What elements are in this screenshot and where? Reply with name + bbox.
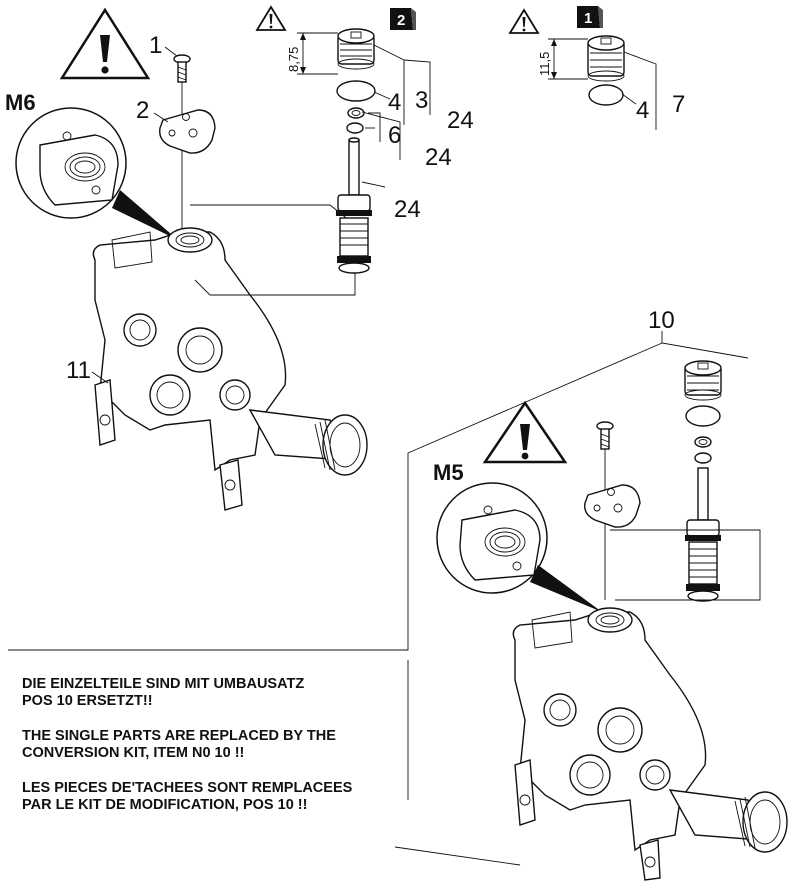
dimension-text-8-75: 8,75: [286, 47, 301, 72]
valve-insert-part-2: [337, 28, 375, 70]
o-ring-4b: [588, 84, 624, 106]
warning-triangle-icon: [59, 7, 151, 80]
ring-small: [347, 107, 365, 119]
kit-screw-part: [596, 421, 614, 600]
badge-2-text: 2: [397, 12, 405, 29]
variant-badge-1: 1: [577, 6, 603, 28]
badge-1-text: 1: [584, 10, 592, 27]
piston-part: [336, 137, 372, 274]
small-warning-icon-2: [255, 5, 287, 31]
pump-head-housing-kit: [512, 607, 788, 881]
m6-detail-view: [15, 107, 178, 240]
label-m5: M5: [433, 460, 464, 485]
kit-warning-triangle-icon: [482, 400, 568, 464]
o-ring-4a: [336, 80, 376, 102]
valve-insert-part-1: [587, 35, 625, 82]
screw-part: [173, 54, 191, 230]
notice-french: LES PIECES DE'TACHEES SONT REMPLACEES PA…: [22, 780, 353, 813]
notice-english: THE SINGLE PARTS ARE REPLACED BY THE CON…: [22, 728, 336, 761]
callout-7: 7: [672, 91, 685, 118]
notice-german: DIE EINZELTEILE SIND MIT UMBAUSATZ POS 1…: [22, 676, 305, 709]
m5-detail-view: [436, 482, 602, 612]
callout-10: 10: [648, 307, 675, 334]
small-warning-icon-1: [508, 8, 540, 34]
flange-part: [159, 109, 216, 154]
callout-4a: 4: [388, 89, 401, 116]
callout-24c: 24: [394, 196, 421, 223]
callout-3: 3: [415, 87, 428, 114]
label-m6: M6: [5, 90, 36, 115]
kit-o-ring: [685, 405, 721, 427]
callout-6: 6: [388, 122, 401, 149]
replacement-notice: DIE EINZELTEILE SIND MIT UMBAUSATZ POS 1…: [22, 676, 442, 832]
kit-piston-part: [685, 467, 721, 602]
callout-24b: 24: [425, 144, 452, 171]
callout-2: 2: [136, 97, 149, 124]
o-ring-6: [346, 122, 364, 134]
callout-1: 1: [149, 32, 162, 59]
kit-flange-part: [584, 484, 641, 528]
dimension-8-75: 8,75: [286, 32, 338, 75]
dimension-text-11-5: 11,5: [537, 52, 552, 76]
variant-badge-2: 2: [390, 8, 416, 30]
callout-4b: 4: [636, 97, 649, 124]
kit-valve-insert-part: [684, 360, 722, 401]
dimension-11-5: 11,5: [537, 38, 588, 80]
callout-11: 11: [66, 357, 91, 384]
callout-24a: 24: [447, 107, 474, 134]
pump-head-housing-top: [92, 227, 368, 511]
